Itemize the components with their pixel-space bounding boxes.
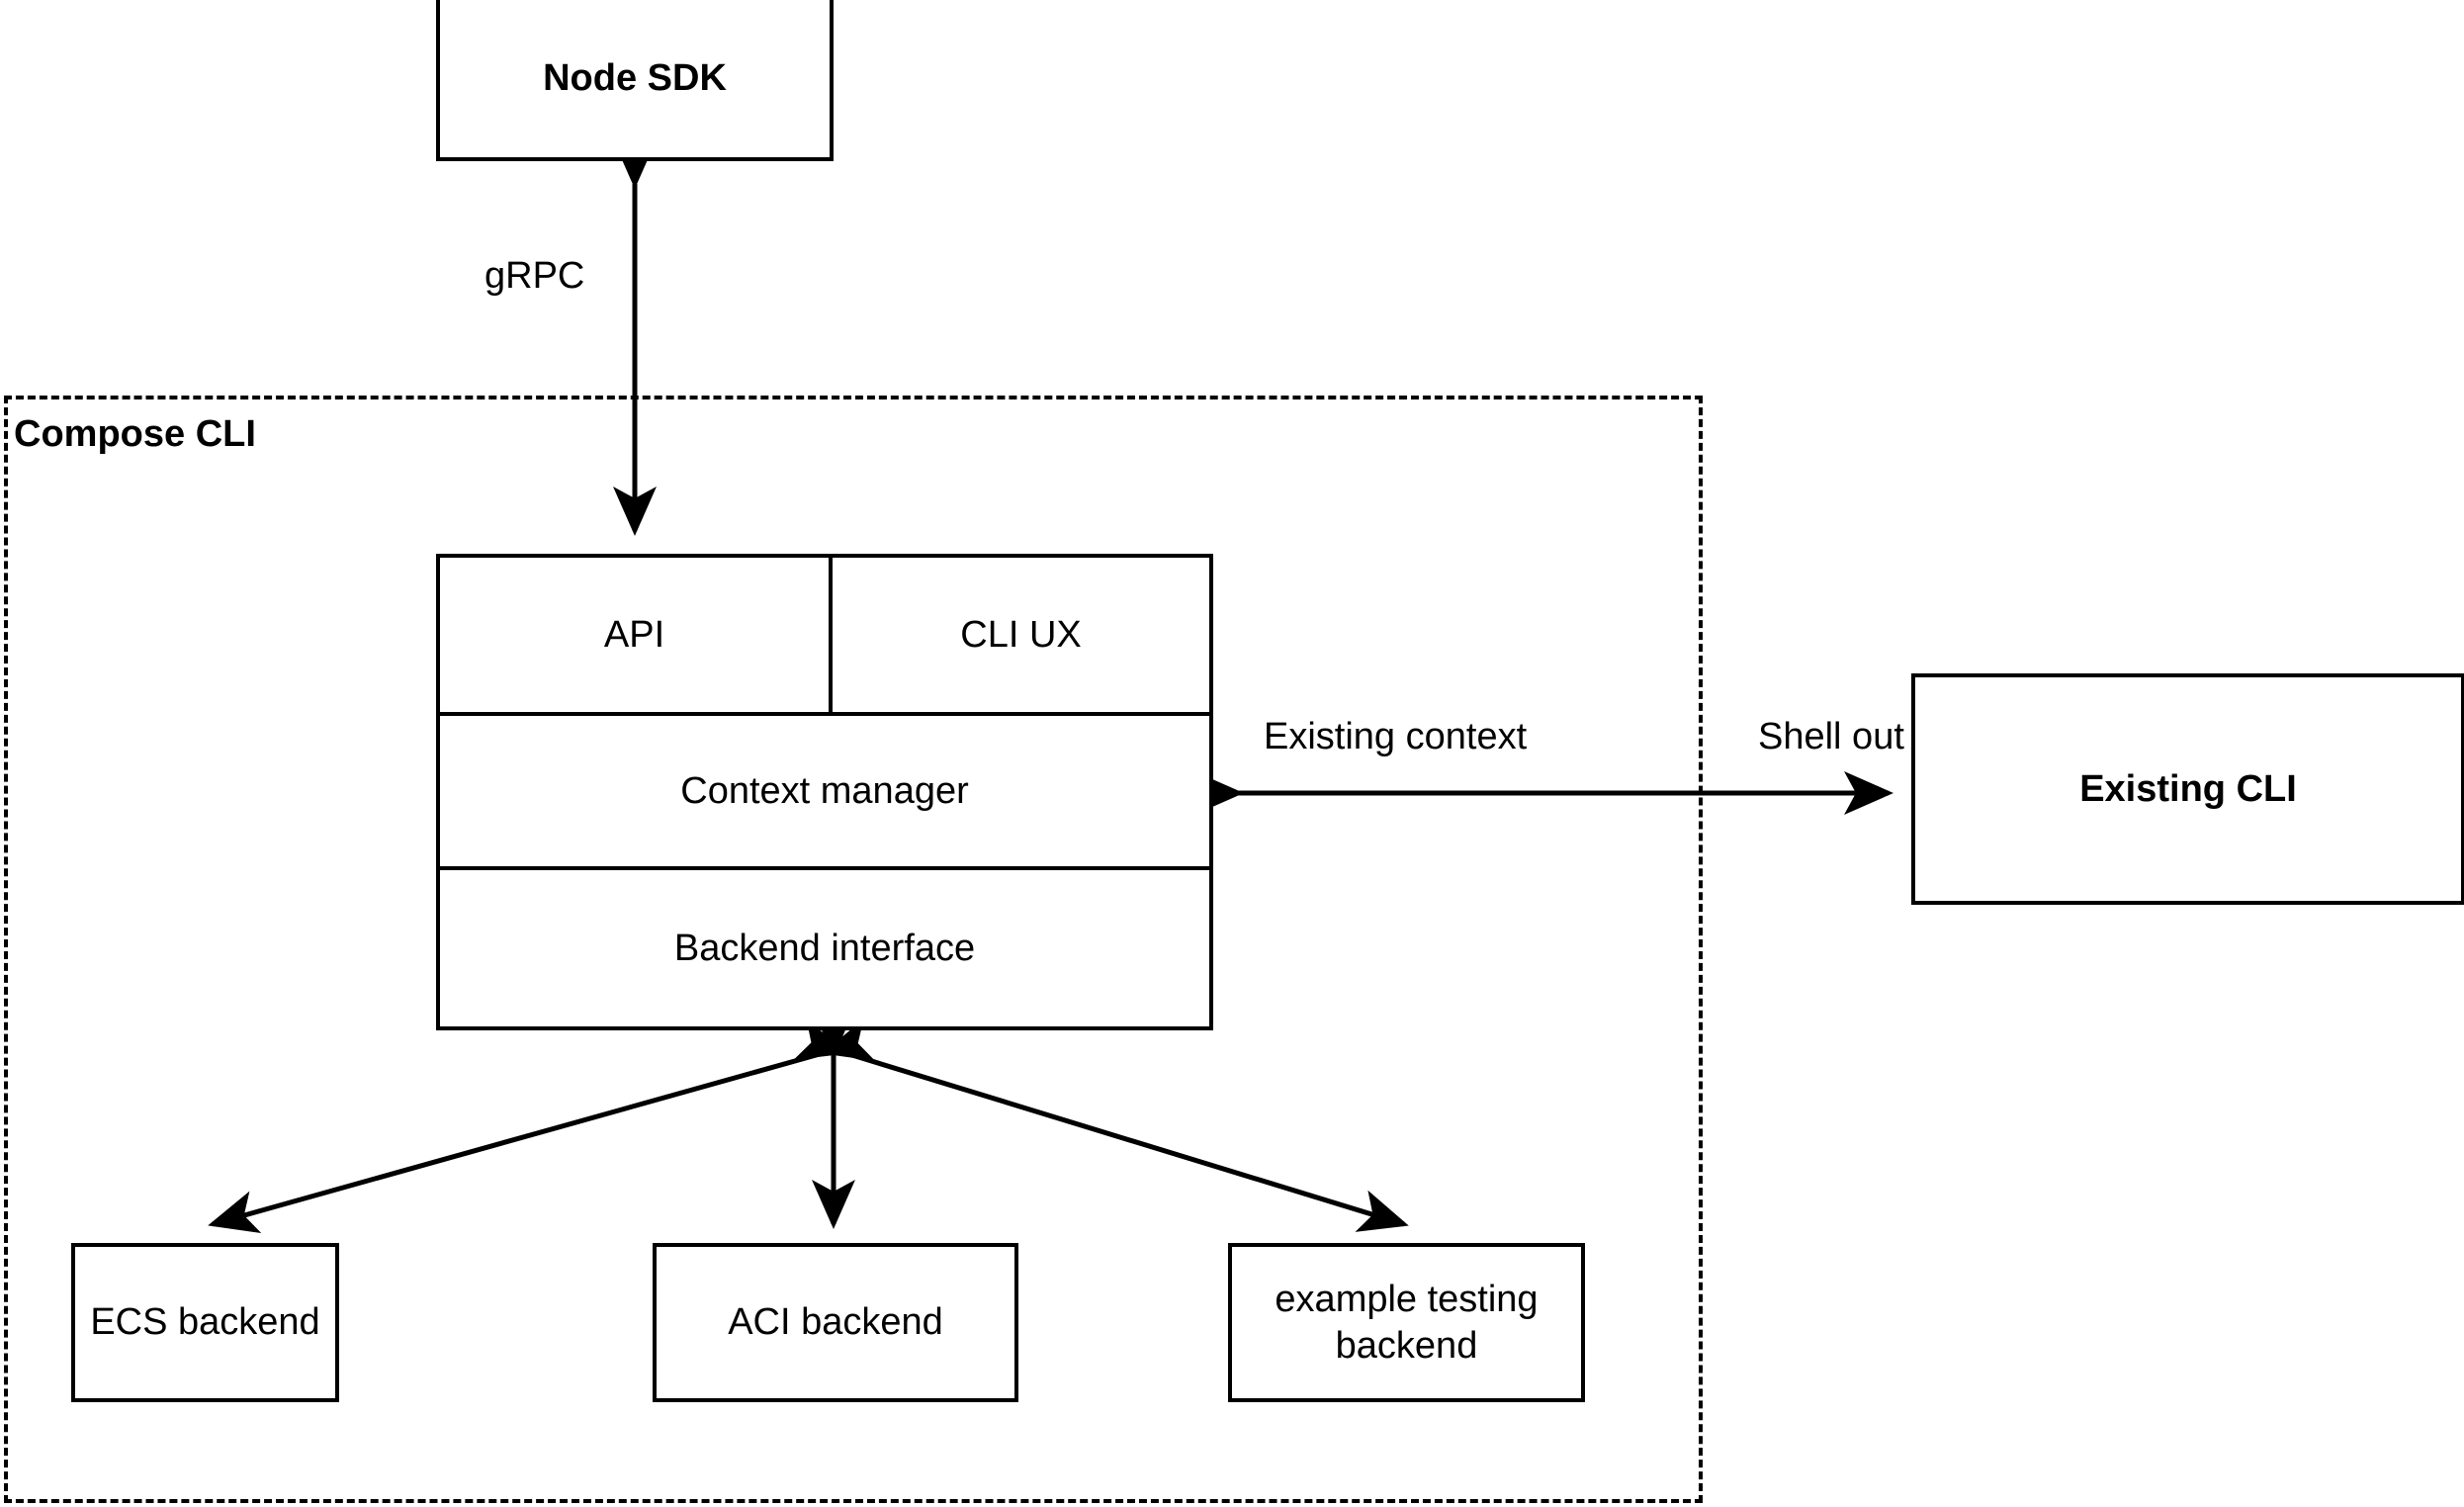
edge-label-existing-context: Existing context xyxy=(1264,716,1528,757)
stack-cell-context-manager[interactable]: Context manager xyxy=(440,716,1209,866)
example-testing-backend-box[interactable]: example testing backend xyxy=(1228,1243,1585,1402)
stack-cell-api[interactable]: API xyxy=(440,558,833,712)
context-manager-label: Context manager xyxy=(680,769,969,812)
stack-row-context-manager: Context manager xyxy=(440,716,1209,870)
api-label: API xyxy=(603,613,665,656)
backend-interface-label: Backend interface xyxy=(673,927,976,969)
compose-cli-stack: API CLI UX Context manager Backend inter… xyxy=(436,554,1213,1030)
node-sdk-label: Node SDK xyxy=(543,57,727,100)
aci-backend-label: ACI backend xyxy=(728,1301,943,1344)
existing-cli-label: Existing CLI xyxy=(2079,767,2297,810)
aci-backend-box[interactable]: ACI backend xyxy=(653,1243,1018,1402)
edge-label-grpc: gRPC xyxy=(484,255,585,297)
node-sdk-box[interactable]: Node SDK xyxy=(436,0,834,161)
example-testing-backend-label: example testing backend xyxy=(1275,1279,1539,1367)
stack-cell-backend-interface[interactable]: Backend interface xyxy=(440,870,1209,1026)
ecs-backend-box[interactable]: ECS backend xyxy=(71,1243,339,1402)
ecs-backend-label: ECS backend xyxy=(90,1301,320,1344)
existing-cli-box[interactable]: Existing CLI xyxy=(1911,673,2464,905)
stack-row-backend-interface: Backend interface xyxy=(440,870,1209,1026)
compose-cli-group-label: Compose CLI xyxy=(14,413,256,455)
stack-cell-cli-ux[interactable]: CLI UX xyxy=(833,558,1209,712)
edge-label-shell-out: Shell out xyxy=(1758,716,1904,757)
stack-row-api-cliux: API CLI UX xyxy=(440,558,1209,716)
compose-cli-group-box xyxy=(4,396,1703,1503)
cli-ux-label: CLI UX xyxy=(960,613,1082,656)
